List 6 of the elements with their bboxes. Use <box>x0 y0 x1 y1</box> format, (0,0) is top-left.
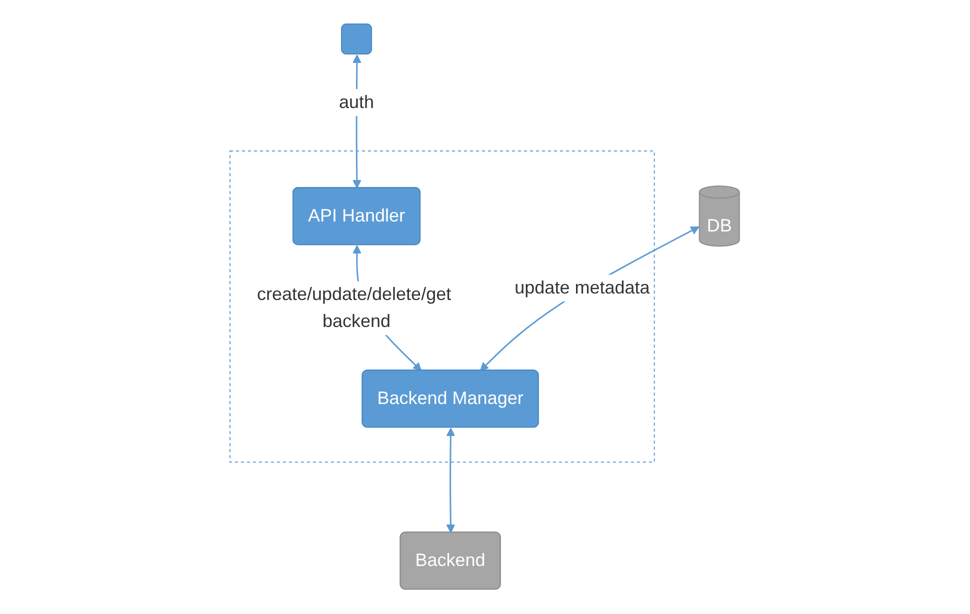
edge-label: update metadata <box>514 278 650 298</box>
edge-label: auth <box>339 92 374 112</box>
edge-label: create/update/delete/get backend <box>257 284 452 332</box>
arrow <box>446 428 456 534</box>
cluster <box>230 150 656 464</box>
arrow <box>480 226 700 372</box>
